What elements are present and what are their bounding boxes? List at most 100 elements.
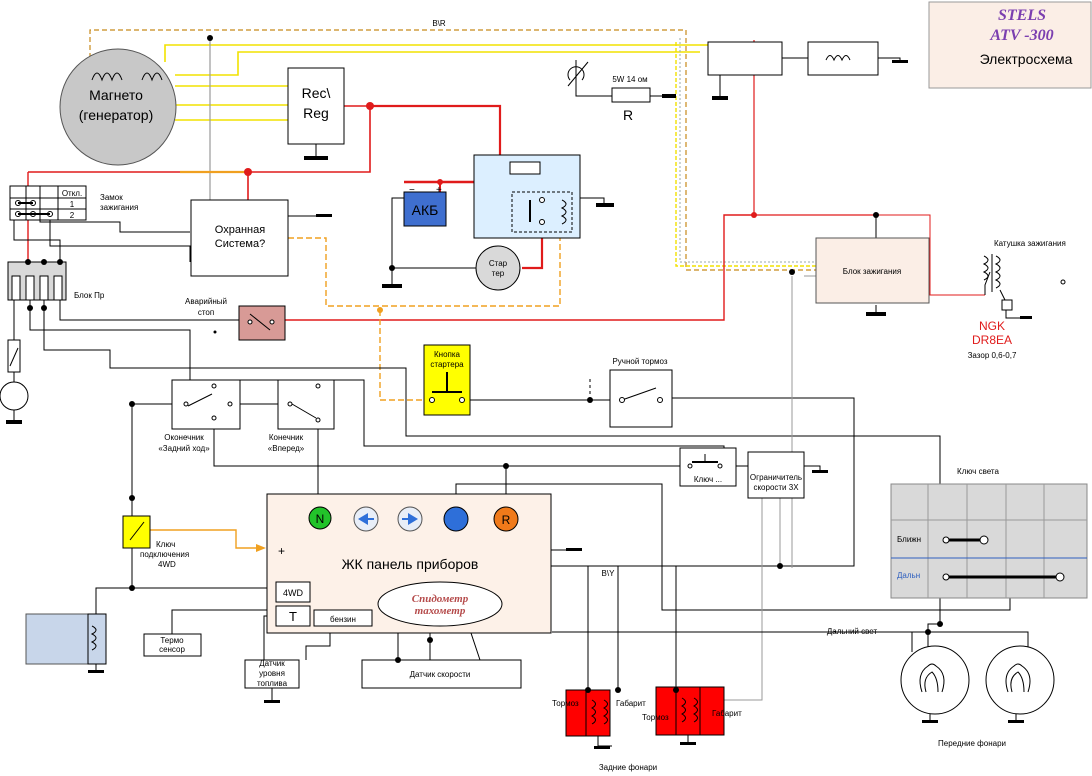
magneto-label-1: Магнето [89,87,143,103]
rear-lights-label: Задние фонари [599,763,657,772]
fuel-sensor: Датчик уровня топлива [244,659,300,703]
emergency-stop: Аварийный стоп [185,297,286,341]
ignition-lock: Откл. 1 2 Замок зажигания [9,185,138,221]
lcd-panel: + N R ЖК панель приборов B\Y Спидометр т… [256,493,616,634]
forward-switch-label-1: Конечник [269,433,304,442]
key-4wd-label-2: подключения [140,550,189,559]
indicator-r: R [502,513,511,527]
key-4wd-label-3: 4WD [158,560,176,569]
speedo-label-2: тахометр [415,605,466,617]
ignition-lock-label-1: Замок [100,193,123,202]
title-model: ATV -300 [989,27,1053,44]
rear-parking-right: Габарит [712,709,742,718]
key-switch-small: Ключ ... [679,447,737,487]
ignition-coil: Катушка зажигания NGK DR8EA Зазор 0,6-0,… [968,239,1066,360]
fuel-sensor-label-1: Датчик [259,659,285,668]
temp-label-2: сенсор [159,645,185,654]
wires [13,29,1029,701]
title-subtitle: Электросхема [980,51,1073,67]
regulator-label-1: Rec\ [302,85,331,101]
ignition-unit-label: Блок зажигания [843,267,901,276]
light-switch-label: Ключ света [957,467,999,476]
temp-sensor: Термо сенсор [143,633,202,657]
lock-row-2: 2 [70,211,75,220]
forward-limit-switch: Конечник «Вперед» [268,379,335,453]
magneto-label-2: (генератор) [79,107,154,123]
starter-motor: Стар тер [475,245,521,291]
battery-label: АКБ [412,202,439,218]
light-low-label: Ближн [897,535,921,544]
emergency-label-1: Аварийный [185,297,227,306]
fuel-sensor-label-3: топлива [257,679,288,688]
junction-dots [25,35,943,693]
ignition-lock-label-2: зажигания [100,203,138,212]
resistor-name: R [623,107,633,123]
starter-label-1: Стар [489,259,508,268]
front-lights-label: Передние фонари [938,739,1006,748]
rear-brake-left: Тормоз [552,699,579,708]
speed-sensor: Датчик скорости [361,659,522,689]
alarm-label-1: Охранная [215,224,265,236]
start-button-label-2: стартера [430,360,464,369]
battery-minus: − [409,185,415,196]
light-high-label: Дальн [897,571,920,580]
high-beam-label: Дальний свет [827,627,878,636]
alarm-label-2: Система? [215,238,265,250]
lock-row-1: 1 [70,200,75,209]
ignition-unit: Блок зажигания [815,237,930,316]
battery-plus: + [436,185,442,196]
alarm-system: Охранная Система? [190,199,332,277]
wire-label-br: B\R [432,19,446,28]
speedo-label-1: Спидометр [412,593,469,605]
starter-relay [382,154,614,288]
speed-limiter: Ограничитель скорости 3Х [747,451,828,499]
reverse-switch-label-1: Оконечник [164,433,204,442]
fuel-sensor-label-2: уровня [259,669,285,678]
top-right-unit [707,41,908,100]
panel-plus: + [278,544,285,558]
rear-parking-left: Габарит [616,699,646,708]
panel-t-label: T [289,609,297,624]
magneto: Магнето (генератор) [59,48,177,166]
speed-limiter-label-2: скорости 3Х [753,483,799,492]
reverse-switch-label-2: «Задний ход» [158,444,210,453]
spark-gap-label: Зазор 0,6-0,7 [968,351,1017,360]
reverse-limit-switch: Оконечник «Задний ход» [158,379,241,453]
indicator-n: N [316,512,325,526]
start-button-label-1: Кнопка [434,350,461,359]
regulator-label-2: Reg [303,105,329,121]
key-4wd: Ключ подключения 4WD [122,515,189,569]
spark-plug-label-2: DR8EA [972,333,1012,347]
fuse-block: Блок Пр [0,261,105,424]
parking-brake-label: Ручной тормоз [612,357,667,366]
key-small-label: Ключ ... [694,475,722,484]
title-box: STELS ATV -300 Электросхема [928,1,1092,89]
speed-limiter-label-1: Ограничитель [750,473,802,482]
start-button: Кнопка стартера [423,344,471,416]
parking-brake-switch: Ручной тормоз [609,357,673,428]
4wd-actuator [25,613,107,673]
temp-label-1: Термо [160,636,184,645]
lock-header: Откл. [62,189,82,198]
panel-fuel-label: бензин [330,615,356,624]
resistor-rating: 5W 14 ом [612,75,647,84]
light-switch: Ключ света Ближн Дальн [890,467,1088,599]
panel-title: ЖК панель приборов [342,556,479,572]
fuse-block-label: Блок Пр [74,291,105,300]
forward-switch-label-2: «Вперед» [268,444,305,453]
emergency-label-2: стоп [198,308,214,317]
front-lights: Дальний свет Передние фонари [827,627,1055,748]
starter-label-2: тер [492,269,505,278]
rear-brake-right: Тормоз [642,713,669,722]
title-brand: STELS [998,7,1046,24]
panel-4wd-label: 4WD [283,588,304,598]
wire-label-by: B\Y [602,569,616,578]
key-4wd-label-1: Ключ [156,540,175,549]
spark-plug-label-1: NGK [979,319,1005,333]
battery: АКБ − + [403,185,447,227]
rear-lights: Тормоз Габарит Тормоз Габарит Задние фон… [552,686,742,772]
rectifier-regulator: Rec\ Reg [287,67,345,160]
coil-label: Катушка зажигания [994,239,1066,248]
